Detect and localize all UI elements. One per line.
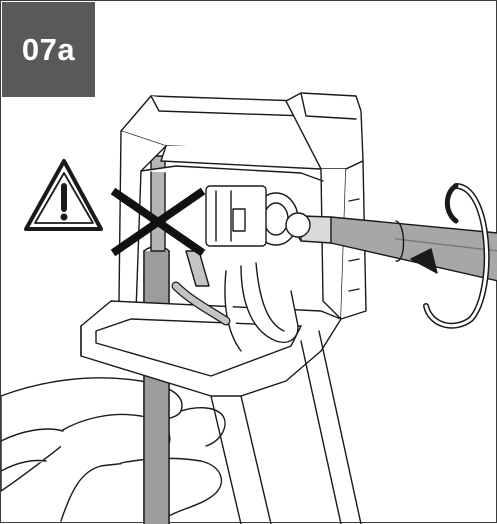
step-number-label: 07a <box>21 31 76 67</box>
step-badge: 07a <box>2 2 95 97</box>
hand <box>1 377 226 522</box>
terminal-block <box>171 185 299 352</box>
screwdriver <box>285 212 497 282</box>
warning-triangle-icon <box>24 159 103 231</box>
x-cross-icon <box>110 187 206 257</box>
rotate-arrow-icon <box>410 183 490 329</box>
cable <box>143 155 170 524</box>
